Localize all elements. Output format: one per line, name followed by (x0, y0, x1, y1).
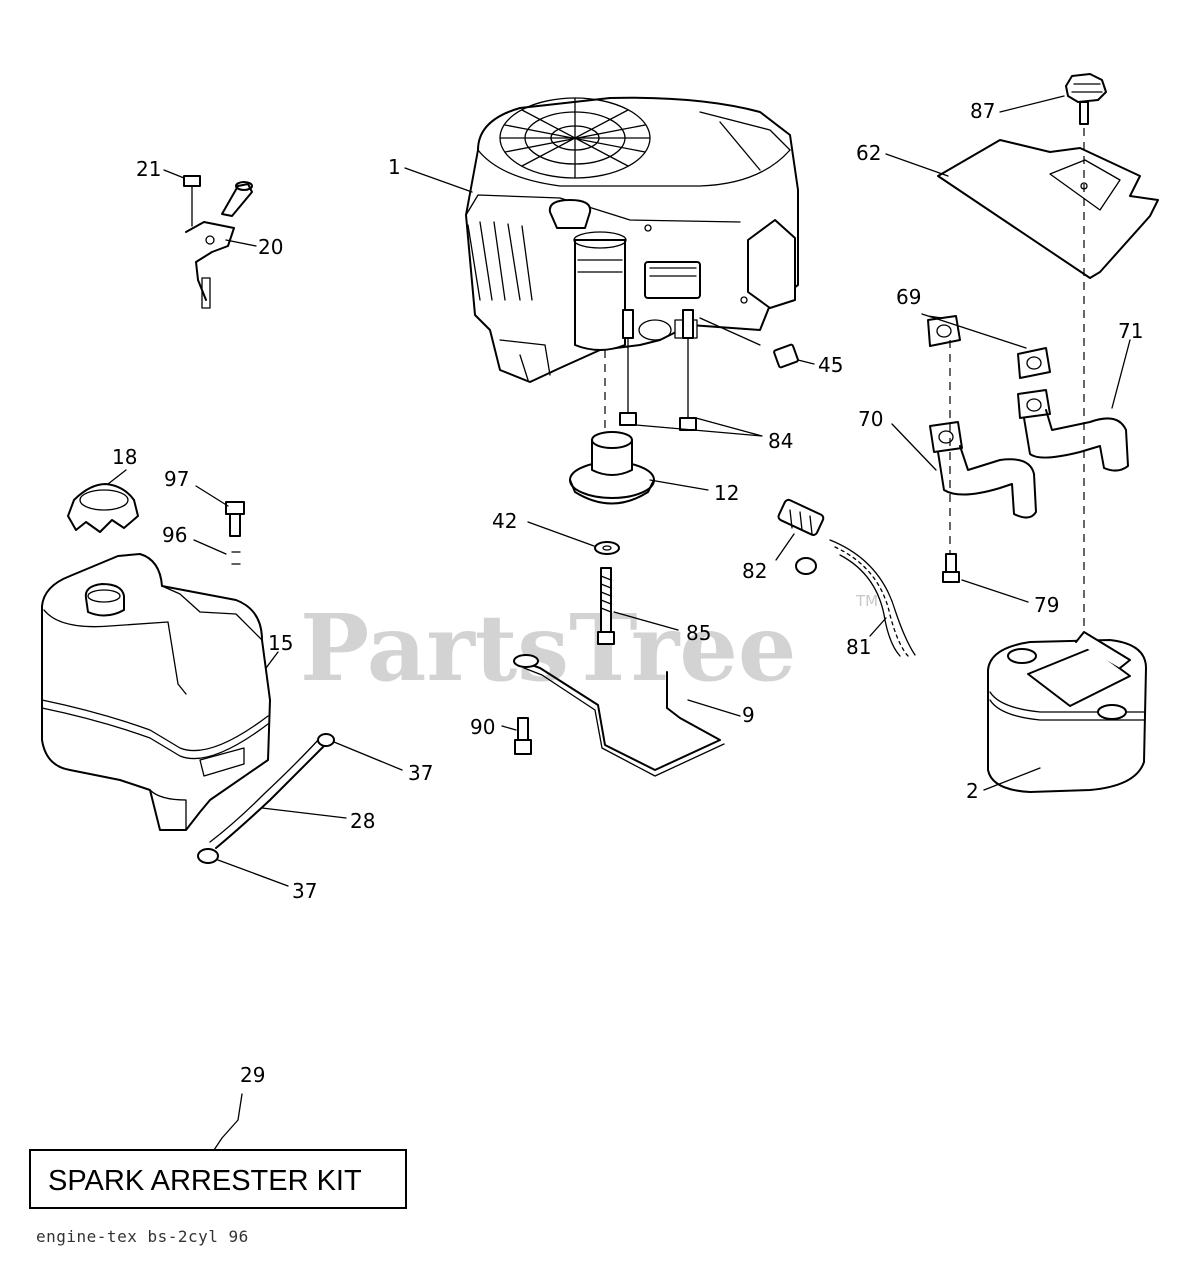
diagram-code: engine-tex bs-2cyl 96 (36, 1227, 249, 1246)
spark-arrester-label: SPARK ARRESTER KIT (48, 1165, 362, 1197)
watermark: PartsTree TM (300, 592, 878, 702)
part-9-rod[interactable] (513, 654, 725, 777)
watermark-text: PartsTree (300, 594, 796, 702)
callout-20[interactable]: 20 (258, 235, 283, 259)
part-18-cap[interactable] (67, 483, 139, 533)
callout-82[interactable]: 82 (742, 559, 767, 583)
callout-70[interactable]: 70 (858, 407, 883, 431)
callout-18[interactable]: 18 (112, 445, 137, 469)
part-70-pipe[interactable] (929, 421, 1037, 519)
part-90-bolt[interactable] (514, 717, 532, 755)
callout-90[interactable]: 90 (470, 715, 495, 739)
callout-12[interactable]: 12 (714, 481, 739, 505)
callout-45[interactable]: 45 (818, 353, 843, 377)
part-15-tank[interactable] (41, 553, 271, 831)
part-45-plug[interactable] (773, 343, 799, 369)
callout-37-upper[interactable]: 37 (408, 761, 433, 785)
part-96-washer[interactable] (231, 551, 241, 565)
callout-62[interactable]: 62 (856, 141, 881, 165)
part-87-knob[interactable] (1065, 73, 1107, 125)
part-20-control[interactable] (185, 181, 253, 309)
callout-84[interactable]: 84 (768, 429, 793, 453)
callout-79[interactable]: 79 (1034, 593, 1059, 617)
part-85-bolt[interactable] (597, 567, 615, 645)
part-28-fuel-line[interactable] (209, 737, 329, 849)
engine-part[interactable] (465, 96, 799, 383)
callout-21[interactable]: 21 (136, 157, 161, 181)
callout-96[interactable]: 96 (162, 523, 187, 547)
part-42-washer[interactable] (594, 541, 620, 555)
part-84-bolts[interactable] (619, 309, 697, 431)
part-21-screw[interactable] (183, 175, 201, 227)
part-69-gaskets[interactable] (927, 315, 1051, 379)
part-79-bolt[interactable] (942, 553, 960, 583)
callout-71[interactable]: 71 (1118, 319, 1143, 343)
callout-1[interactable]: 1 (388, 155, 401, 179)
callout-9[interactable]: 9 (742, 703, 755, 727)
callout-42[interactable]: 42 (492, 509, 517, 533)
callout-97[interactable]: 97 (164, 467, 189, 491)
callout-69[interactable]: 69 (896, 285, 921, 309)
part-82-connector[interactable] (777, 498, 825, 575)
callout-29[interactable]: 29 (240, 1063, 265, 1087)
spark-arrester-box[interactable] (29, 1149, 407, 1209)
callout-87[interactable]: 87 (970, 99, 995, 123)
part-71-pipe[interactable] (1017, 389, 1129, 472)
callout-37-lower[interactable]: 37 (292, 879, 317, 903)
part-97-bolt[interactable] (225, 501, 245, 537)
part-37-clamps[interactable] (197, 733, 335, 864)
part-62-shield[interactable] (937, 139, 1159, 279)
callout-2[interactable]: 2 (966, 779, 979, 803)
callout-85[interactable]: 85 (686, 621, 711, 645)
part-2-muffler[interactable] (987, 631, 1147, 793)
trademark-mark: TM (855, 592, 878, 610)
callout-81[interactable]: 81 (846, 635, 871, 659)
callout-28[interactable]: 28 (350, 809, 375, 833)
callout-15[interactable]: 15 (268, 631, 293, 655)
part-12-pulley[interactable] (569, 431, 655, 505)
